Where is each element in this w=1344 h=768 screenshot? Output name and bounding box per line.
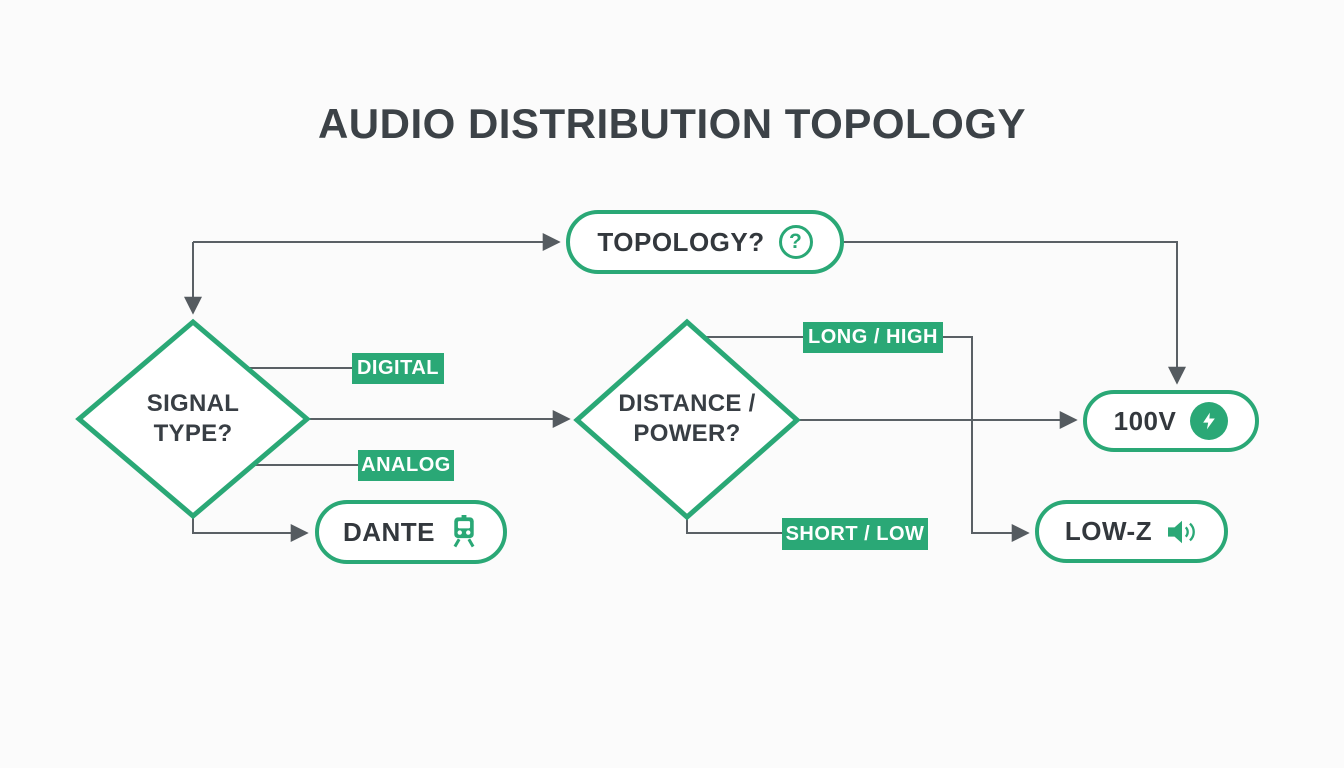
analog-badge: ANALOG xyxy=(358,450,454,481)
question-circle-icon: ? xyxy=(778,225,813,259)
train-icon xyxy=(449,515,479,549)
page-title: AUDIO DISTRIBUTION TOPOLOGY xyxy=(317,100,1027,147)
distance-power-label: DISTANCE / POWER? xyxy=(618,390,756,447)
100v-node: 100V xyxy=(1083,390,1259,452)
100v-label: 100V xyxy=(1113,405,1177,436)
low-z-label: LOW-Z xyxy=(1064,516,1153,546)
topology-node: TOPOLOGY? ? xyxy=(566,210,844,274)
signal-type-label: SIGNAL TYPE? xyxy=(146,390,240,447)
speaker-icon xyxy=(1166,518,1198,546)
edge-topology-to-100v xyxy=(843,241,1186,385)
long-high-badge: LONG / HIGH xyxy=(803,322,943,353)
topology-label: TOPOLOGY? xyxy=(597,226,765,257)
question-glyph: ? xyxy=(788,230,803,253)
dante-label: DANTE xyxy=(342,516,436,547)
edge-signal-to-dante xyxy=(192,516,309,542)
low-z-node: LOW-Z xyxy=(1035,500,1228,563)
edge-long-high-to-lowz xyxy=(943,336,1030,542)
signal-type-diamond xyxy=(75,318,311,520)
distance-power-diamond xyxy=(573,318,801,521)
digital-badge: DIGITAL xyxy=(352,353,444,384)
short-low-badge: SHORT / LOW xyxy=(782,518,928,550)
edge-short-low-stub xyxy=(686,517,782,534)
lightning-icon xyxy=(1190,402,1229,440)
dante-node: DANTE xyxy=(315,500,507,564)
